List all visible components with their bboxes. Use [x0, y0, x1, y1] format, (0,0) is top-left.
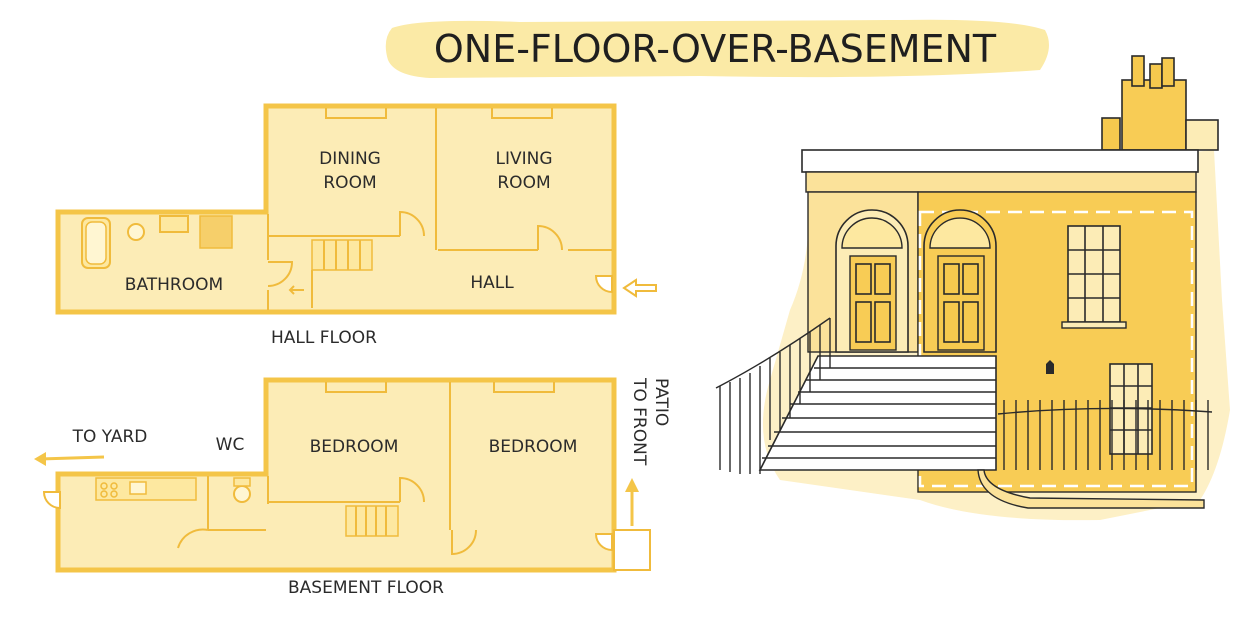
- cornice: [801, 149, 1199, 173]
- to-yard-label: TO YARD: [72, 427, 148, 447]
- area-railing: [997, 400, 1213, 470]
- plinth: [977, 469, 1205, 509]
- hall-stairs: [288, 239, 373, 308]
- title-banner: ONE-FLOOR-OVER-BASEMENT: [385, 19, 1049, 78]
- room-label-bedroom-left: BEDROOM: [310, 437, 399, 457]
- room-label-living-1: LIVING: [495, 149, 552, 169]
- upper-window: [1061, 225, 1127, 329]
- room-label-hall: HALL: [470, 273, 514, 293]
- basement-floor-plan: TO YARD WC BEDROOM BEDROOM TO FRONT PATI…: [34, 377, 671, 598]
- room-label-bathroom: BATHROOM: [125, 275, 223, 295]
- basement-floor-caption: BASEMENT FLOOR: [288, 578, 444, 598]
- room-label-dining-2: ROOM: [323, 173, 376, 193]
- wall-lamp-icon: [1046, 360, 1054, 374]
- front-steps: [758, 355, 997, 471]
- to-front-arrow-icon: [625, 478, 639, 526]
- stair-railing: [715, 317, 831, 474]
- room-label-wc: WC: [216, 435, 245, 455]
- chimney-stacks: [1101, 55, 1219, 151]
- room-label-dining-1: DINING: [319, 149, 381, 169]
- front-door-right: [923, 209, 997, 353]
- to-front-label-1: TO FRONT: [629, 377, 649, 466]
- page-title: ONE-FLOOR-OVER-BASEMENT: [434, 27, 997, 71]
- bathroom-fixtures: [81, 215, 233, 269]
- basement-stairs: [345, 505, 399, 537]
- townhouse-illustration: [715, 55, 1230, 521]
- kitchen-fixtures: [95, 477, 197, 501]
- hall-floor-plan: DINING ROOM LIVING ROOM BATHROOM HALL HA…: [55, 103, 657, 348]
- entrance-arrow-icon: [622, 278, 657, 298]
- room-label-bedroom-right: BEDROOM: [489, 437, 578, 457]
- room-label-living-2: ROOM: [497, 173, 550, 193]
- to-front-label-2: PATIO: [651, 378, 671, 426]
- hall-floor-caption: HALL FLOOR: [271, 328, 377, 348]
- to-yard-arrow-icon: [34, 452, 105, 466]
- front-door-left: [835, 209, 909, 353]
